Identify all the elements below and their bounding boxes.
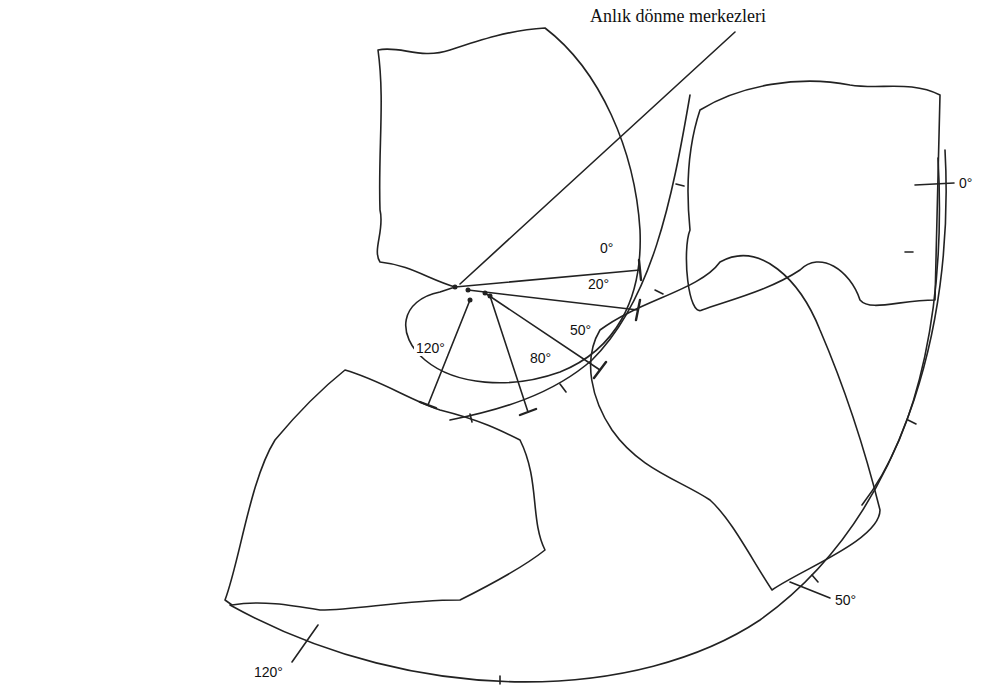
rotation-center	[466, 288, 471, 293]
inner-arc	[862, 158, 939, 505]
tibia-120	[225, 370, 545, 610]
angle-label: 0°	[598, 240, 615, 256]
leader-line	[460, 32, 735, 284]
leader-line	[915, 183, 954, 185]
motion-arc	[230, 150, 946, 682]
rotation-center	[453, 285, 458, 290]
angle-label: 120°	[414, 340, 447, 356]
tibia-angle-label: 50°	[833, 592, 858, 608]
leader-line	[292, 625, 318, 662]
tibia-50	[591, 256, 880, 590]
callout-title: Anlık dönme merkezleri	[588, 6, 768, 27]
tibia-angle-label: 0°	[957, 175, 974, 191]
tibia-0	[686, 81, 940, 310]
angle-label: 80°	[528, 350, 553, 366]
rotation-center	[483, 291, 488, 296]
tibia-angle-label: 120°	[252, 664, 285, 680]
radius-end	[420, 260, 641, 415]
radius-line	[455, 270, 640, 287]
angle-label: 20°	[586, 276, 611, 292]
leader-line	[790, 582, 830, 598]
angle-label: 50°	[568, 322, 593, 338]
radius-line	[490, 296, 528, 412]
rotation-center	[488, 294, 493, 299]
rotation-center	[468, 298, 473, 303]
condyle-arc	[450, 95, 690, 420]
arc-ticks	[470, 184, 916, 684]
